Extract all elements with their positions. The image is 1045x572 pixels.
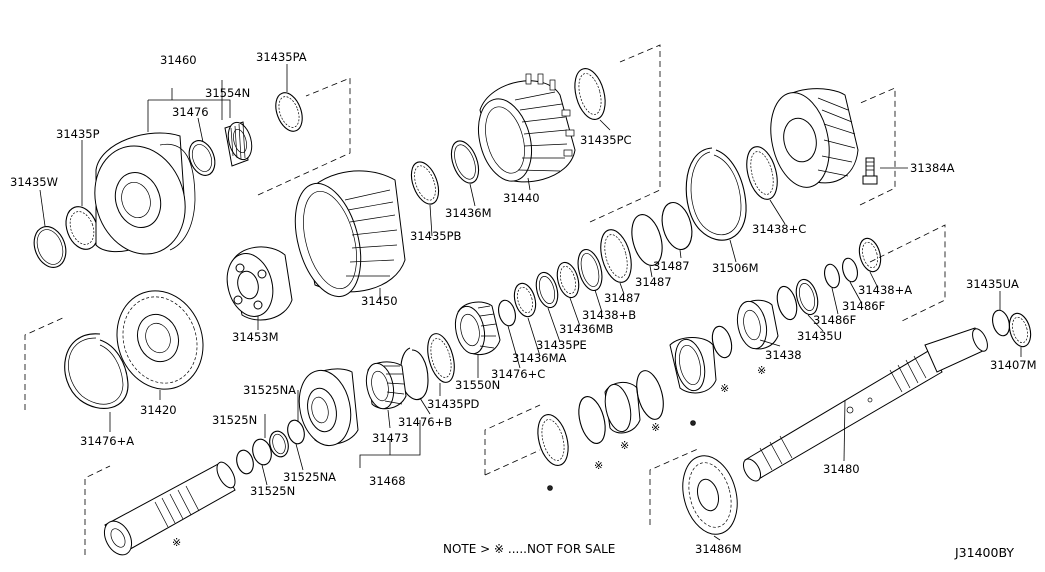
label-31435ua: 31435UA: [966, 277, 1019, 291]
part-31435pa-washer: [275, 92, 303, 132]
label-31525n-bottom: 31525N: [250, 484, 295, 498]
part-31468-assembly: [298, 368, 359, 447]
label-31435pc: 31435PC: [580, 133, 632, 147]
part-31435pc-washer: [574, 68, 606, 120]
part-31435pd-washer: [427, 333, 455, 383]
marker-6: ※: [757, 364, 766, 377]
label-31473: 31473: [372, 431, 409, 445]
label-31435pa: 31435PA: [256, 50, 307, 64]
part-31420-gear: [116, 290, 204, 390]
part-31438c-washer: [746, 146, 778, 200]
label-31435p: 31435P: [56, 127, 100, 141]
part-31506m-snap-ring: [685, 147, 747, 241]
label-31476: 31476: [172, 105, 209, 119]
label-31435pd: 31435PD: [427, 397, 480, 411]
label-31453m: 31453M: [232, 330, 279, 344]
part-31438-bearing: [736, 299, 779, 350]
label-31476a: 31476+A: [80, 434, 134, 448]
part-31384a-bolt: [862, 157, 878, 185]
label-31435pb: 31435PB: [410, 229, 462, 243]
marker-2: ※: [594, 459, 603, 472]
part-reverse-drum: [770, 88, 859, 188]
part-31453m-carrier: [226, 246, 293, 321]
part-31436m-washer: [450, 140, 480, 184]
label-31550n: 31550N: [455, 378, 500, 392]
part-31480-output-shaft: [742, 327, 988, 482]
dot-marker-1: [547, 485, 553, 491]
part-31435w-ring: [33, 226, 67, 268]
label-31438: 31438: [765, 348, 802, 362]
label-31438b: 31438+B: [582, 308, 636, 322]
label-31436mb: 31436MB: [559, 322, 614, 336]
label-31525na-bottom: 31525NA: [283, 470, 336, 484]
not-for-sale-markers: ※ ※ ※ ※ ※ ※: [172, 364, 766, 549]
label-31487-a: 31487: [653, 259, 690, 273]
label-31554n: 31554N: [205, 86, 250, 100]
label-31407m: 31407M: [990, 358, 1037, 372]
part-31554n-bearing: [224, 121, 253, 167]
part-31440-clutch-hub: [478, 73, 576, 183]
leader-lines: [39, 64, 1022, 541]
marker-1: ※: [172, 536, 181, 549]
label-31460: 31460: [160, 53, 197, 67]
rings-lower-right: [537, 325, 733, 466]
part-31460-clutch-drum: [94, 132, 196, 255]
label-31486m: 31486M: [695, 542, 742, 556]
not-for-sale-note: NOTE > ※ .....NOT FOR SALE: [443, 542, 615, 556]
label-31436ma: 31436MA: [512, 351, 567, 365]
label-31438c: 31438+C: [752, 222, 806, 236]
diagram-code: J31400BY: [954, 545, 1014, 560]
label-31487-c: 31487: [604, 291, 641, 305]
label-31476b: 31476+B: [398, 415, 452, 429]
rings-far-right: [992, 309, 1032, 348]
marker-3: ※: [620, 439, 629, 452]
rings-31525: [236, 419, 305, 475]
marker-4: ※: [651, 421, 660, 434]
part-31450-drum: [294, 170, 406, 298]
label-31450: 31450: [361, 294, 398, 308]
label-31468: 31468: [369, 474, 406, 488]
label-31435u: 31435U: [797, 329, 842, 343]
marker-5: ※: [720, 382, 729, 395]
part-31473-bearing: [365, 361, 407, 410]
label-31525na-top: 31525NA: [243, 383, 296, 397]
label-31480: 31480: [823, 462, 860, 476]
label-31486f-top: 31486F: [842, 299, 885, 313]
label-31476c: 31476+C: [491, 367, 545, 381]
label-31435w: 31435W: [10, 175, 58, 189]
part-31486m-gear: [682, 455, 738, 535]
label-31438a: 31438+A: [858, 283, 912, 297]
part-input-shaft: [103, 461, 236, 556]
label-31384a: 31384A: [910, 161, 955, 175]
part-31476a-snap-ring: [64, 333, 129, 409]
part-31435pb-washer: [410, 161, 440, 205]
label-31436m: 31436M: [445, 206, 492, 220]
label-31420: 31420: [140, 403, 177, 417]
label-31506m: 31506M: [712, 261, 759, 275]
label-31440: 31440: [503, 191, 540, 205]
label-31435pe: 31435PE: [536, 338, 587, 352]
dot-marker-2: [690, 420, 696, 426]
part-labels: 31460 31435PA 31476 31554N 31435P 31435W…: [10, 50, 1037, 556]
part-31476-ring: [188, 140, 216, 176]
label-31525n-top: 31525N: [212, 413, 257, 427]
dashed-boundaries: [24, 44, 946, 555]
rings-mid-row: [498, 201, 693, 327]
part-31550n-bearing: [454, 301, 501, 356]
rings-right-mid: [776, 237, 882, 321]
label-31487-b: 31487: [635, 275, 672, 289]
label-31486f-bottom: 31486F: [813, 313, 856, 327]
